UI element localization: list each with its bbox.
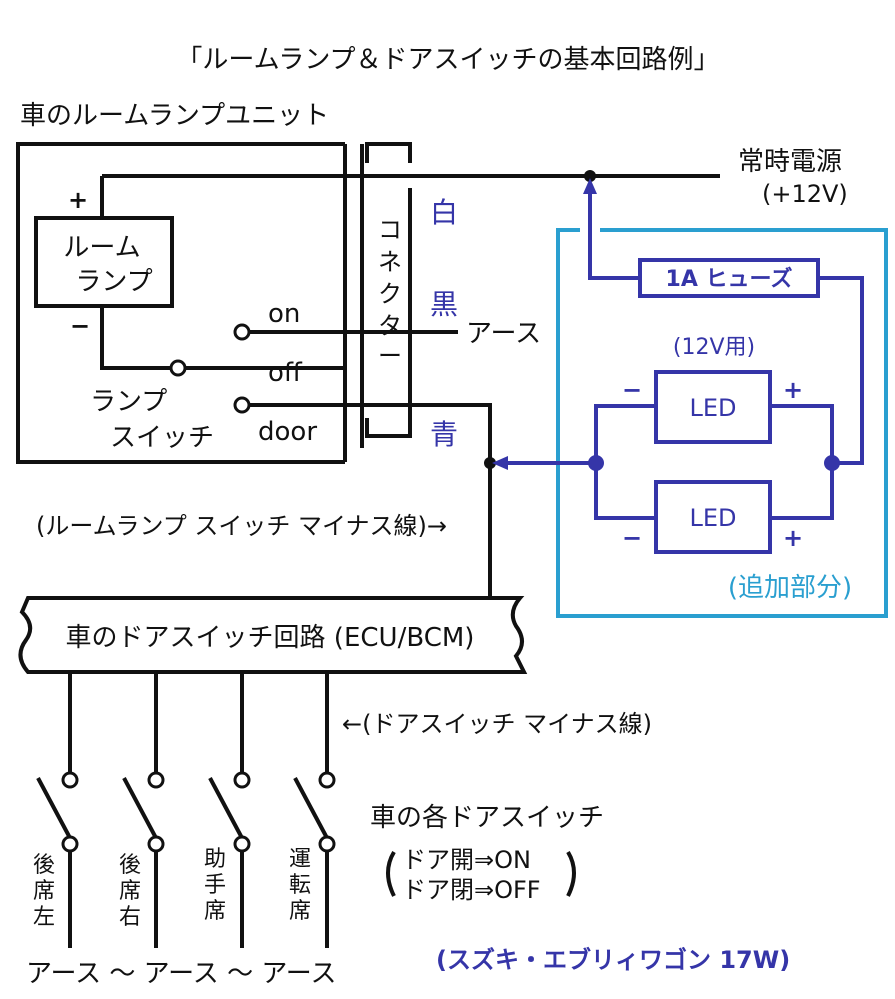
ground-row-label: アース 〜 アース 〜 アース [26,959,336,989]
ecu-label: 車のドアスイッチ回路 (ECU/BCM) [66,623,475,653]
connector-char-3: ク [378,280,402,308]
led-1-minus: − [622,376,642,404]
ground-label: アース [466,319,541,349]
door-label-rear-right: 後 席 右 [119,853,141,930]
door-switch-1 [36,672,79,948]
room-lamp-unit-label: 車のルームランプユニット [20,101,329,131]
diagram-title: 「ルームランプ＆ドアスイッチの基本回路例」 [176,45,719,75]
lamp-switch-label-1: ランプ [90,387,167,417]
door-switch-3 [208,672,251,948]
led-2-plus: + [783,524,803,552]
led-2-label: LED [689,504,736,532]
added-section-label: (追加部分) [728,573,852,603]
led-junction-right [824,455,840,471]
connector-label: コ ネ ク タ ー [378,216,402,370]
door-minus-wire-label: ←(ドアスイッチ マイナス線) [342,710,652,738]
connector-char-1: コ [378,216,402,244]
door-label-rear-left: 後 席 左 [33,853,55,930]
power-arrow-head [583,178,597,194]
fuse-label: 1A ヒューズ [666,266,793,292]
door-label-passenger-1: 助 [204,847,226,872]
door-switch-4 [293,672,336,948]
wire-color-black: 黒 [430,288,458,321]
power-source-voltage: (+12V) [762,180,848,208]
led-2 [654,480,772,554]
door-label-driver-3: 席 [289,899,311,924]
switch-pos-on: on [268,299,300,329]
lamp-switch-label-2: スイッチ [110,423,214,453]
led-junction-left [588,455,604,471]
led-2-minus: − [622,524,642,552]
power-source-label: 常時電源 [738,147,842,177]
led-spec: (12V用) [673,335,755,360]
fuse [638,258,820,298]
door-switch-2 [122,672,165,948]
door-switches-title: 車の各ドアスイッチ [370,803,604,833]
room-lamp-label-2: ランプ [75,267,152,297]
door-label-driver-2: 転 [289,873,311,898]
door-label-rear-left-3: 左 [33,905,55,930]
switch-pos-door: door [258,417,317,447]
led-1-plus: + [783,376,803,404]
led-1-label: LED [689,394,736,422]
door-arrow-head [492,456,508,470]
led-1 [654,370,772,444]
connector-char-2: ネ [378,248,402,276]
lamp-minus-wire [100,306,170,370]
connector-char-4: タ [378,312,402,340]
ecu-banner [18,596,528,674]
door-label-rear-left-2: 席 [33,879,55,904]
switch-contact-door [233,396,251,414]
door-label-passenger-3: 席 [204,899,226,924]
power-junction-dot [584,170,596,182]
door-wire [249,403,492,598]
added-section-frame [556,228,888,618]
wire-color-white: 白 [430,196,458,229]
door-label-rear-right-2: 席 [119,879,141,904]
door-desc-bracket-left [386,850,396,897]
switch-pos-off: off [268,358,303,388]
door-label-driver-1: 運 [289,847,311,872]
door-switches-open: ドア開⇒ON [402,846,531,874]
connector [343,142,412,462]
connector-char-5: ー [378,342,402,370]
door-label-rear-left-1: 後 [33,853,55,878]
wire-color-blue: 青 [430,418,458,451]
switch-contact-on [233,323,251,341]
vehicle-label: (スズキ・エブリィワゴン 17W) [436,946,790,974]
lamp-minus-sign: − [70,312,90,340]
door-label-driver: 運 転 席 [289,847,311,924]
switch-contact-off [169,359,187,377]
door-label-rear-right-1: 後 [119,853,141,878]
door-desc-bracket-right [566,850,576,897]
door-label-rear-right-3: 右 [119,905,141,930]
door-label-passenger: 助 手 席 [204,847,226,924]
lamp-plus-sign: + [68,186,88,214]
door-label-passenger-2: 手 [204,873,226,898]
room-lamp-label-1: ルーム [63,233,140,263]
door-junction-dot [484,457,496,469]
door-switches-closed: ドア閉⇒OFF [402,876,541,904]
room-lamp-minus-wire-label: (ルームランプ スイッチ マイナス線)→ [36,512,447,540]
room-lamp-unit-frame [16,142,345,464]
